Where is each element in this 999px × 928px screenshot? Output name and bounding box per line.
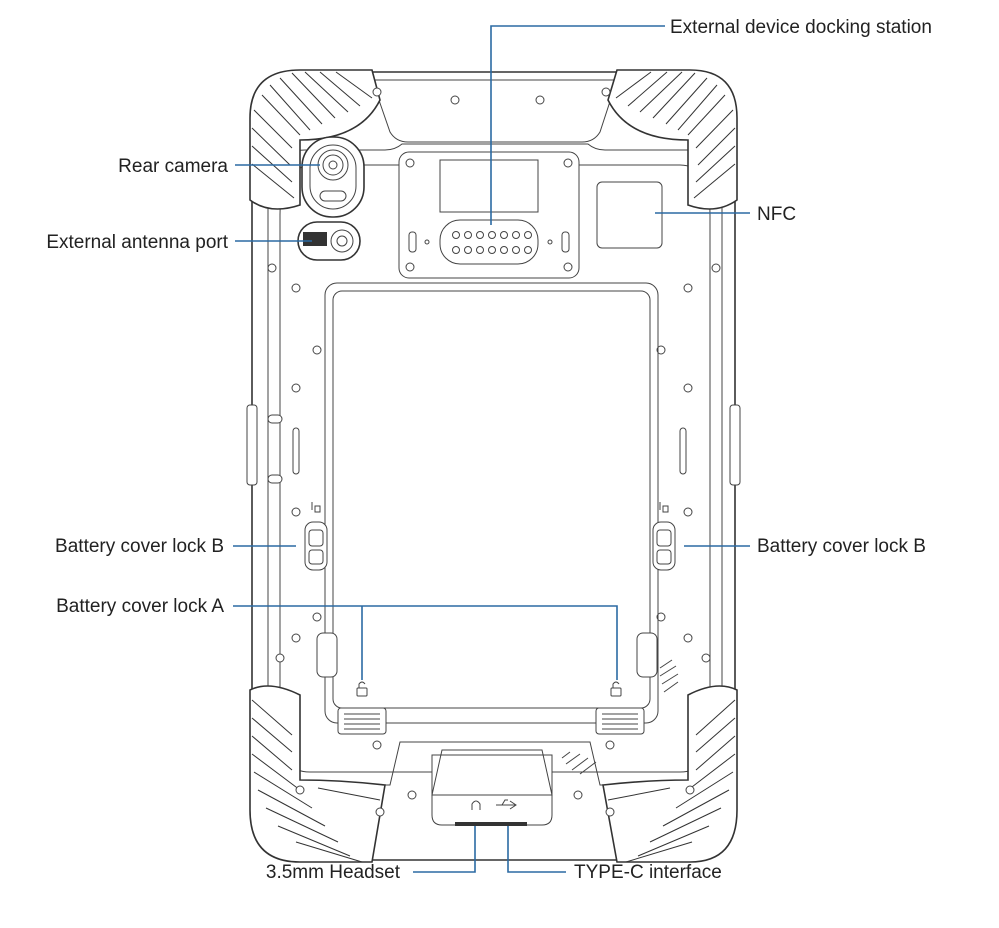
label-lock-a: Battery cover lock A bbox=[56, 596, 224, 617]
label-antenna: External antenna port bbox=[46, 232, 228, 253]
screws bbox=[267, 87, 721, 817]
leader-lock-a bbox=[233, 605, 618, 680]
speaker-grille bbox=[561, 659, 679, 775]
external-antenna-port bbox=[297, 221, 361, 261]
corner-bumper-top-right bbox=[607, 69, 738, 210]
label-lock-b-left: Battery cover lock B bbox=[55, 536, 224, 557]
leader-headset bbox=[413, 826, 476, 873]
label-typec: TYPE-C interface bbox=[574, 862, 722, 883]
battery-cover-lock-b-right bbox=[652, 502, 676, 571]
headset-icon bbox=[471, 800, 481, 810]
usb-icon bbox=[496, 799, 517, 810]
corner-bumper-top-left bbox=[249, 69, 381, 210]
rear-camera-module bbox=[301, 136, 365, 218]
battery-cover-lock-b-left bbox=[304, 502, 328, 571]
lock-icon bbox=[356, 681, 622, 697]
label-nfc: NFC bbox=[757, 204, 796, 225]
label-lock-b-right: Battery cover lock B bbox=[757, 536, 926, 557]
leader-lines bbox=[233, 25, 750, 873]
port-cover bbox=[431, 749, 553, 826]
leader-typec bbox=[507, 826, 566, 873]
docking-pins bbox=[452, 231, 532, 254]
nfc-area bbox=[596, 181, 663, 249]
side-latches bbox=[316, 632, 658, 678]
corner-bumper-bottom-right bbox=[602, 685, 738, 863]
side-buttons bbox=[246, 404, 741, 486]
docking-station bbox=[398, 151, 580, 279]
label-headset: 3.5mm Headset bbox=[266, 862, 401, 883]
label-docking: External device docking station bbox=[670, 17, 932, 38]
leader-docking bbox=[490, 25, 665, 225]
battery-cover bbox=[324, 282, 659, 735]
corner-bumper-bottom-left bbox=[249, 685, 386, 863]
label-rear-camera: Rear camera bbox=[118, 156, 228, 177]
